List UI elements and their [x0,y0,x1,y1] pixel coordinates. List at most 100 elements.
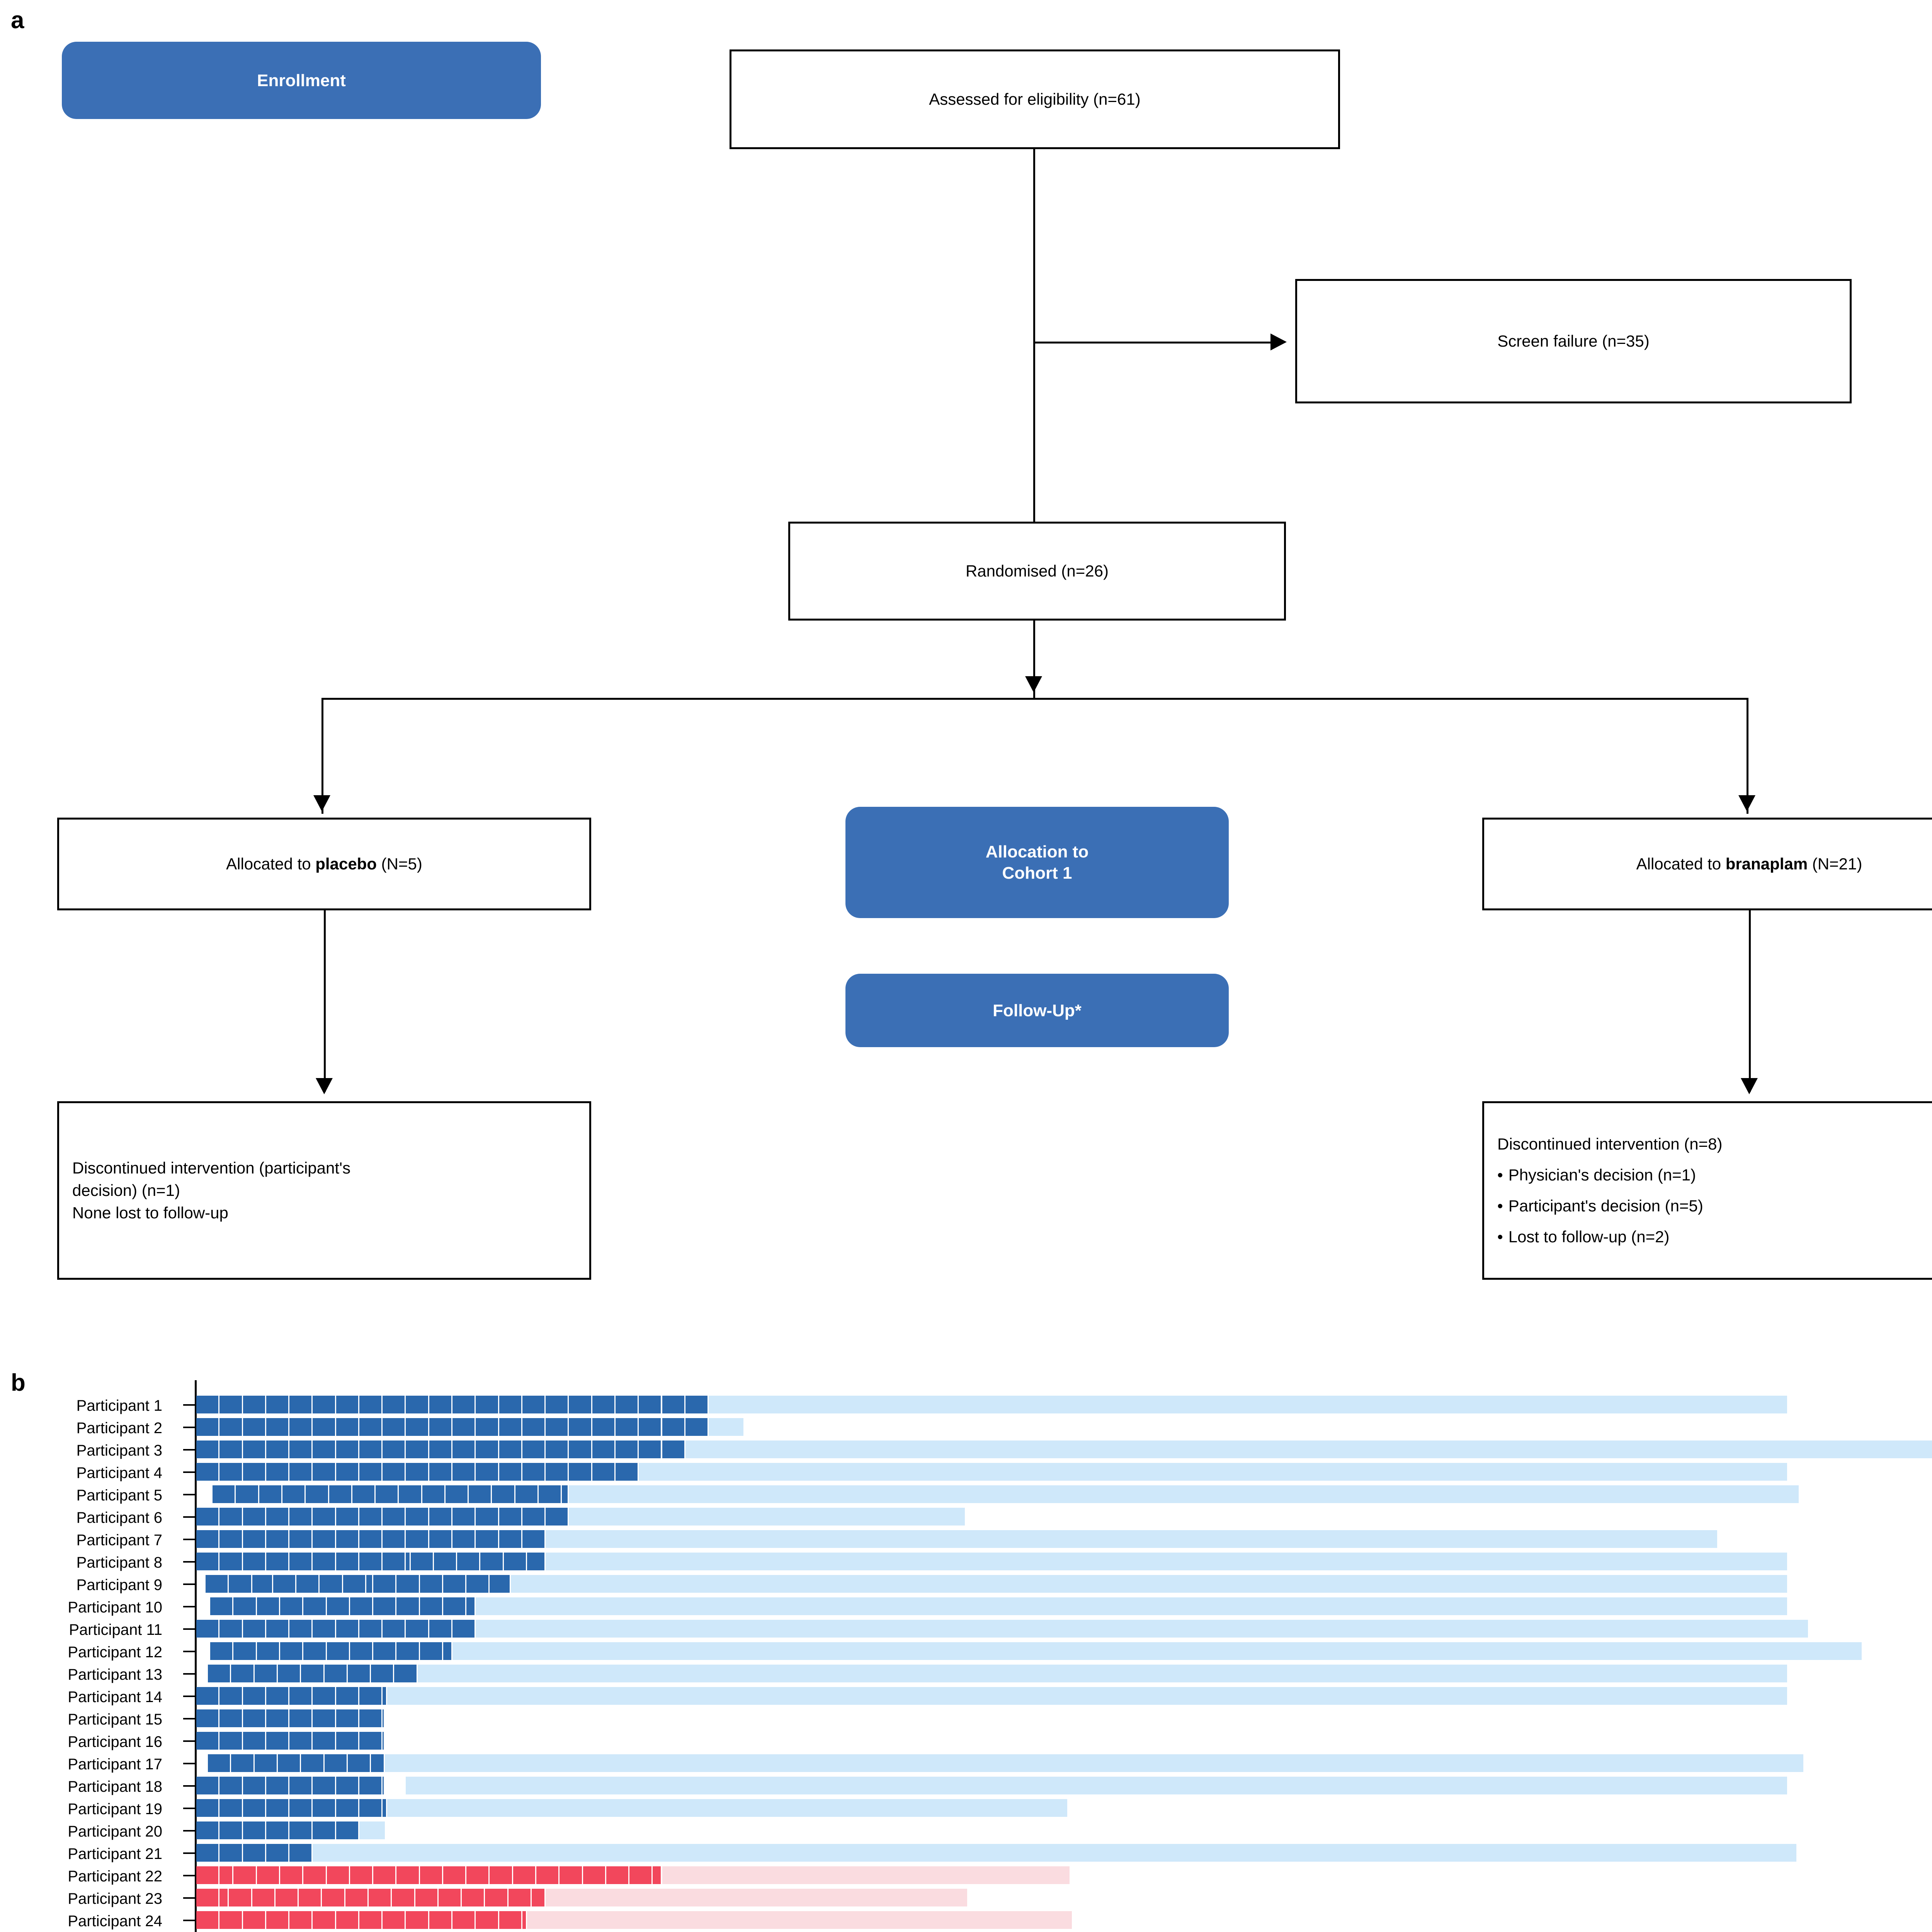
y-axis-tick [183,1763,195,1764]
stage-chip-enrollment: Enrollment [62,42,541,119]
on-treatment-segment [499,1440,522,1458]
gantt-row [0,1530,1932,1548]
participant-label: Participant 18 [68,1778,162,1795]
on-treatment-segment [301,1665,325,1682]
on-treatment-segment [429,1463,453,1481]
on-treatment-segment [280,1597,304,1615]
on-treatment-segment [569,1396,592,1413]
on-treatment-segment [266,1620,290,1638]
on-treatment-segment [383,1732,385,1750]
on-treatment-segment [233,1642,257,1660]
on-treatment-segment [213,1485,236,1503]
on-treatment-segment [429,1440,453,1458]
box-allocated-placebo: Allocated to placebo (N=5) [57,818,591,910]
on-treatment-segment [569,1440,592,1458]
on-treatment-segment [219,1777,243,1794]
on-treatment-segment [196,1911,220,1929]
on-treatment-segment [313,1799,336,1817]
on-treatment-segment [196,1508,220,1526]
on-treatment-segment [615,1396,639,1413]
gantt-row [0,1620,1932,1638]
on-treatment-segment [457,1553,481,1570]
participant-label: Participant 13 [68,1666,162,1683]
on-treatment-segment [560,1866,583,1884]
on-treatment-segment [196,1866,220,1884]
on-treatment-segment [327,1597,350,1615]
on-treatment-segment [266,1553,290,1570]
on-treatment-segment [257,1642,280,1660]
on-treatment-segment [396,1575,420,1593]
on-treatment-segment [615,1440,639,1458]
on-treatment-segment [383,1553,406,1570]
gantt-row [0,1418,1932,1436]
on-treatment-segment [196,1418,220,1436]
on-treatment-segment [320,1575,343,1593]
on-treatment-segment [208,1665,231,1682]
on-treatment-segment [569,1418,592,1436]
on-treatment-segment [336,1709,359,1727]
on-treatment-segment [219,1866,234,1884]
on-treatment-segment [383,1687,388,1705]
on-treatment-segment [313,1821,336,1839]
on-treatment-segment [219,1889,229,1906]
on-treatment-segment [196,1709,220,1727]
on-treatment-segment [639,1396,662,1413]
y-axis-tick [183,1471,195,1473]
on-treatment-segment [266,1463,290,1481]
on-treatment-segment [313,1396,336,1413]
on-treatment-segment [399,1485,422,1503]
branaplam-disc-heading: Discontinued intervention (n=8) [1497,1135,1723,1153]
on-treatment-segment [289,1620,313,1638]
on-treatment-segment [306,1485,329,1503]
y-axis-tick [183,1808,195,1809]
on-treatment-segment [383,1418,406,1436]
gantt-row [0,1597,1932,1615]
randomised-text: Randomised (n=26) [965,562,1109,580]
on-treatment-segment [252,1575,273,1593]
connector-randomised-down [1033,621,1035,698]
consort-flowchart: Enrollment Assessed for eligibility (n=6… [0,0,1932,1352]
on-treatment-segment [434,1553,457,1570]
on-treatment-segment [289,1396,313,1413]
on-treatment-segment [259,1485,282,1503]
on-treatment-segment [452,1911,476,1929]
on-treatment-segment [243,1732,266,1750]
on-treatment-segment [359,1799,383,1817]
off-treatment-segment [510,1575,1787,1593]
on-treatment-segment [592,1396,616,1413]
on-treatment-segment [296,1575,320,1593]
on-treatment-segment [266,1418,290,1436]
on-treatment-segment [289,1821,313,1839]
arrow-to-placebo [313,795,330,811]
on-treatment-segment [206,1575,229,1593]
branaplam-disc-bullet: Lost to follow-up (n=2) [1507,1226,1932,1248]
on-treatment-segment [562,1485,569,1503]
y-axis-tick [183,1561,195,1563]
placebo-disc-text: Discontinued intervention (participant's… [72,1157,576,1224]
on-treatment-segment [522,1418,546,1436]
on-treatment-segment [324,1754,348,1772]
on-treatment-segment [350,1642,374,1660]
on-treatment-segment [336,1821,359,1839]
participant-label: Participant 22 [68,1868,162,1885]
on-treatment-segment [546,1463,569,1481]
participant-label: Participant 19 [68,1801,162,1818]
on-treatment-segment [639,1440,662,1458]
y-axis-tick [183,1583,195,1585]
on-treatment-segment [322,1889,345,1906]
on-treatment-segment [299,1889,322,1906]
on-treatment-segment [229,1889,252,1906]
on-treatment-segment [476,1508,499,1526]
on-treatment-segment [313,1418,336,1436]
allocation-line-1: Allocation to [985,842,1089,861]
on-treatment-segment [383,1440,406,1458]
on-treatment-segment [685,1418,709,1436]
on-treatment-segment [243,1821,266,1839]
on-treatment-segment [336,1396,359,1413]
on-treatment-segment [301,1754,325,1772]
on-treatment-segment [254,1754,278,1772]
allocated-placebo-bold: placebo [315,855,377,873]
off-treatment-segment [385,1754,1803,1772]
on-treatment-segment [266,1911,290,1929]
on-treatment-segment [329,1485,352,1503]
